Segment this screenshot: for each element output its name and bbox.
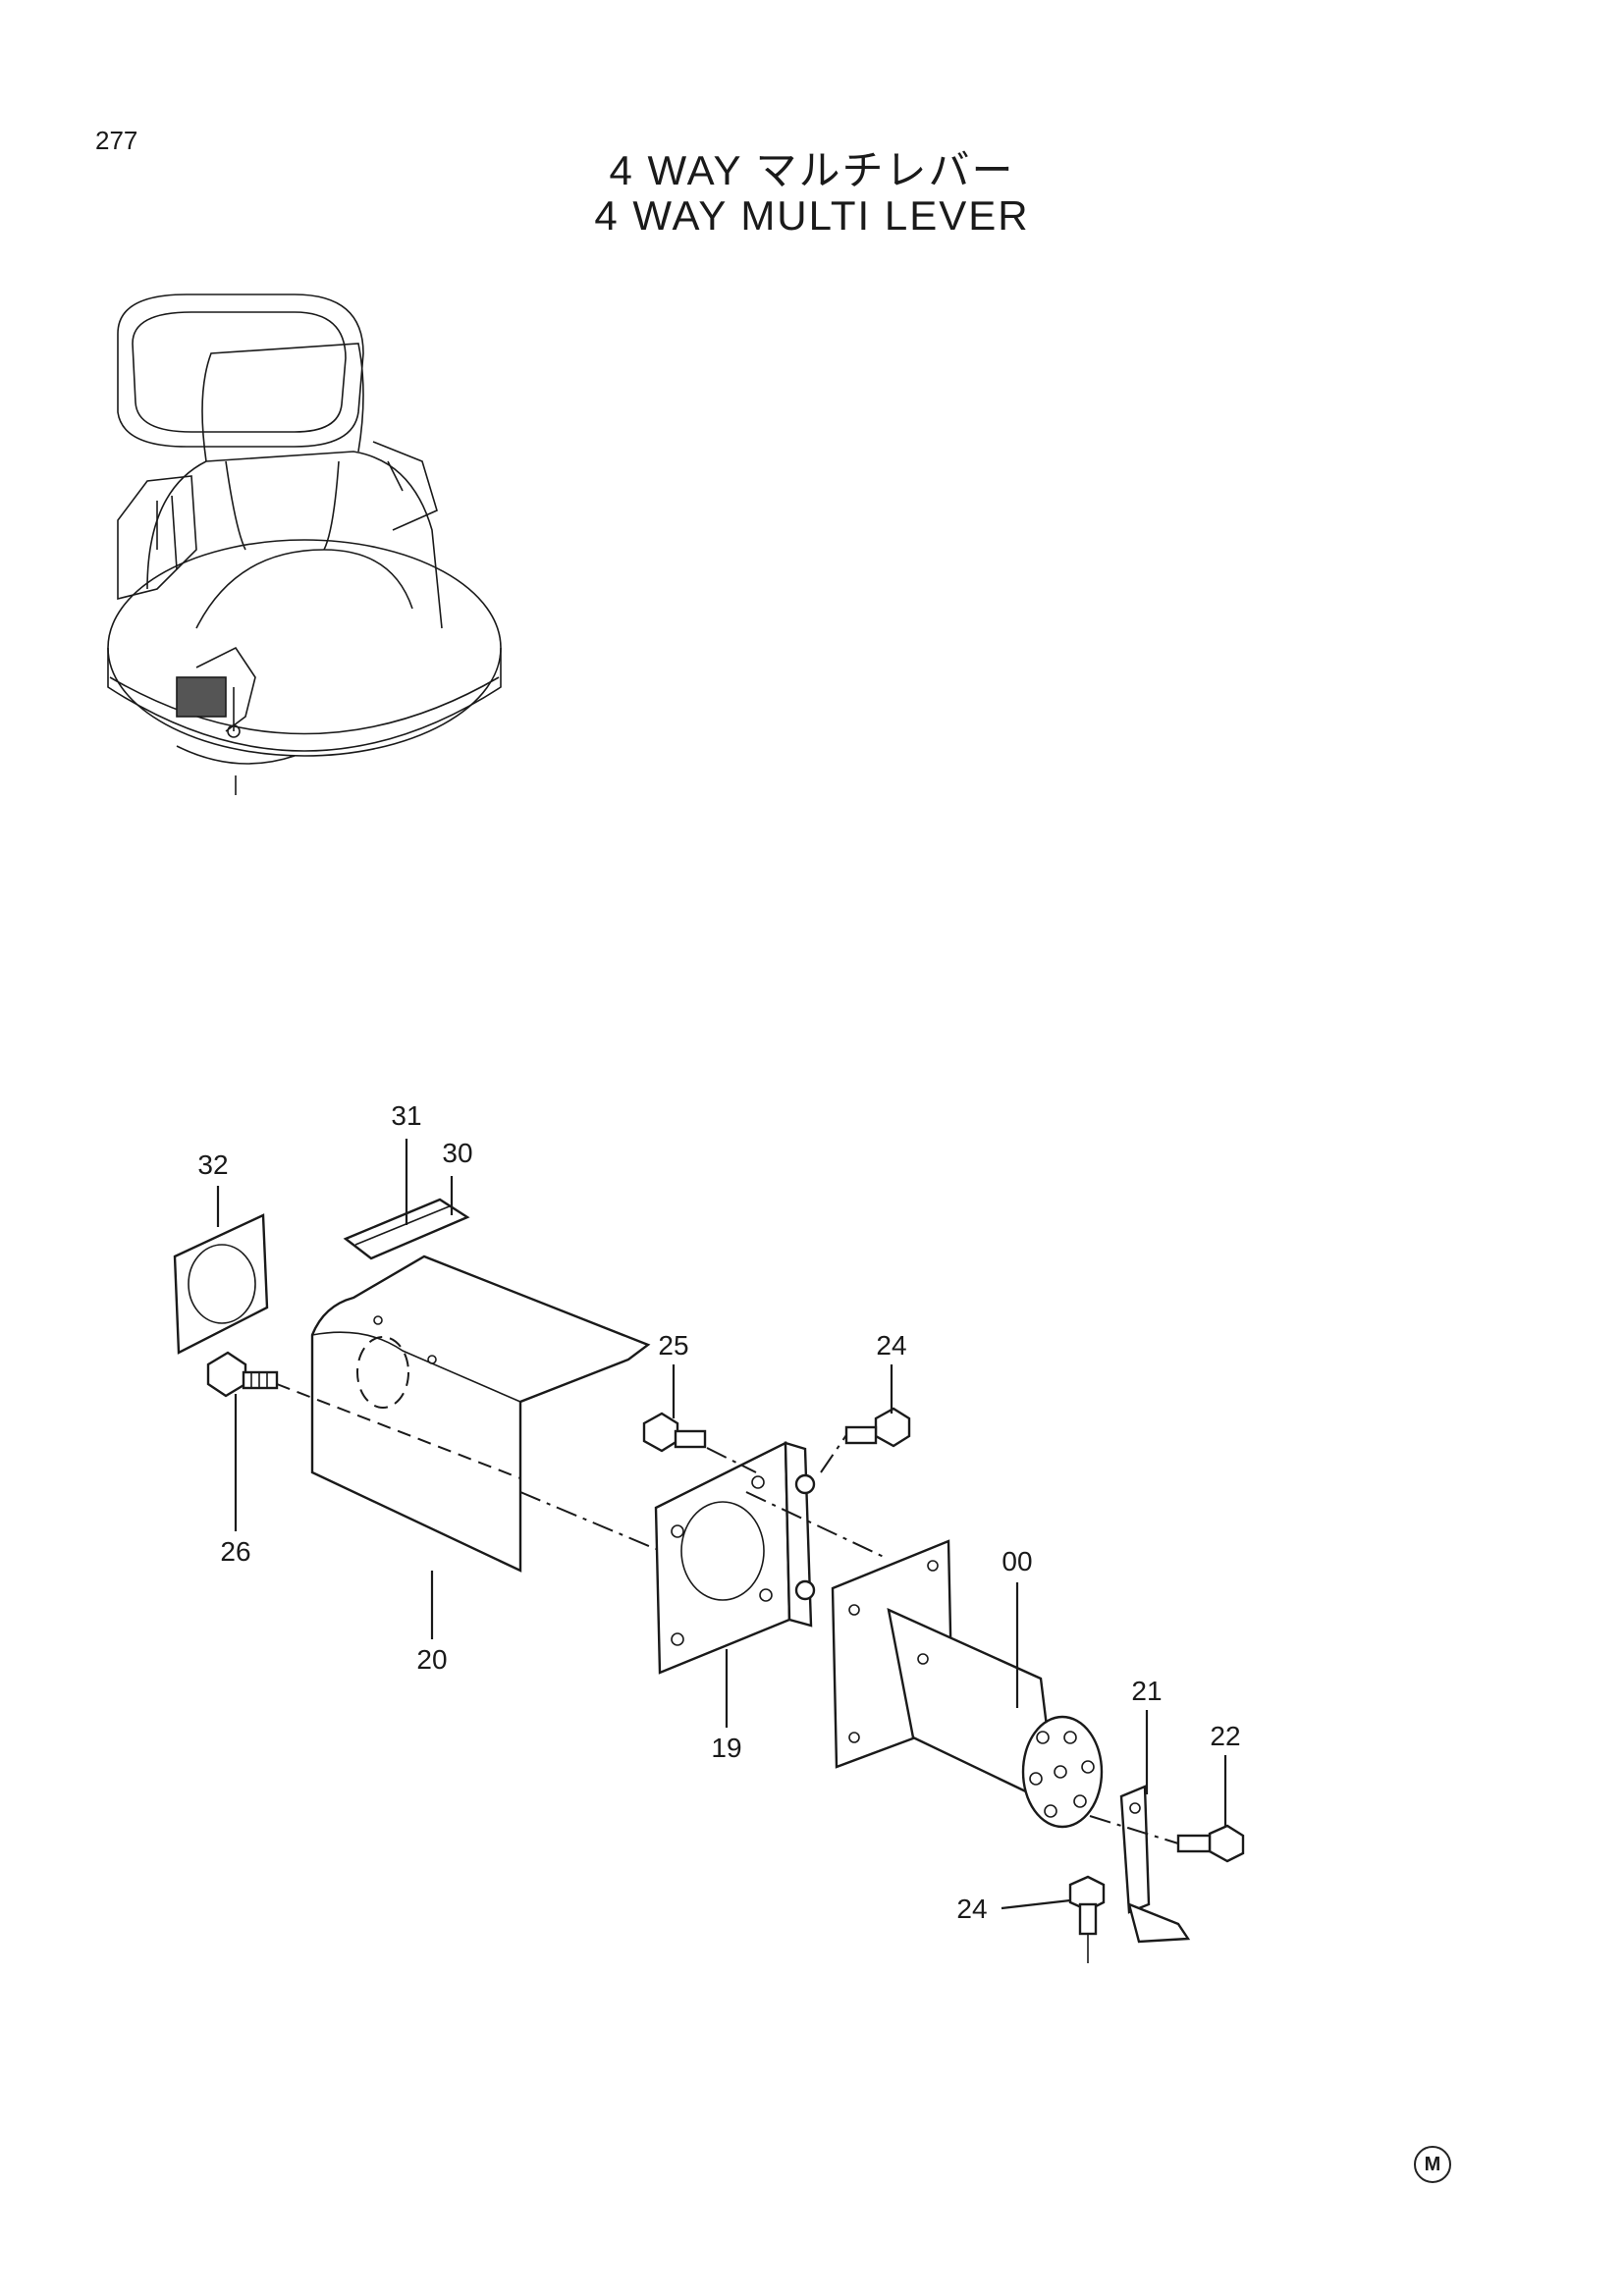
part-26-bolt [206, 1351, 279, 1398]
part-00-valve [831, 1539, 1104, 1829]
callout-24-upper: 24 [876, 1330, 906, 1361]
location-view-seat [107, 294, 502, 795]
m-mark: M [1414, 2146, 1451, 2183]
assembly-lines [276, 1383, 1179, 1963]
part-20-cover [310, 1255, 651, 1573]
callout-19: 19 [711, 1733, 741, 1763]
callout-24-lower: 24 [956, 1894, 987, 1924]
part-21-bracket [1119, 1785, 1191, 1944]
part-25-bolt [642, 1412, 707, 1453]
callout-25: 25 [658, 1330, 688, 1361]
callout-20: 20 [416, 1644, 447, 1675]
callout-00: 00 [1001, 1546, 1032, 1576]
part-24-bolt-upper [844, 1407, 911, 1448]
callout-31: 31 [391, 1100, 421, 1131]
page-number: 277 [95, 126, 138, 155]
part-24-bolt-lower [1068, 1875, 1106, 1936]
part-19-bracket [654, 1441, 816, 1675]
callout-22: 22 [1210, 1721, 1240, 1751]
callout-30: 30 [442, 1138, 472, 1168]
part-32-plate [173, 1213, 269, 1355]
callout-26: 26 [220, 1536, 250, 1567]
callout-32: 32 [197, 1149, 228, 1180]
leader-lines [216, 1139, 1227, 1910]
title-japanese: 4 WAY マルチレバー [609, 147, 1015, 193]
title-english: 4 WAY MULTI LEVER [594, 192, 1030, 239]
part-22-bolt [1176, 1824, 1245, 1863]
callout-21: 21 [1131, 1676, 1162, 1706]
